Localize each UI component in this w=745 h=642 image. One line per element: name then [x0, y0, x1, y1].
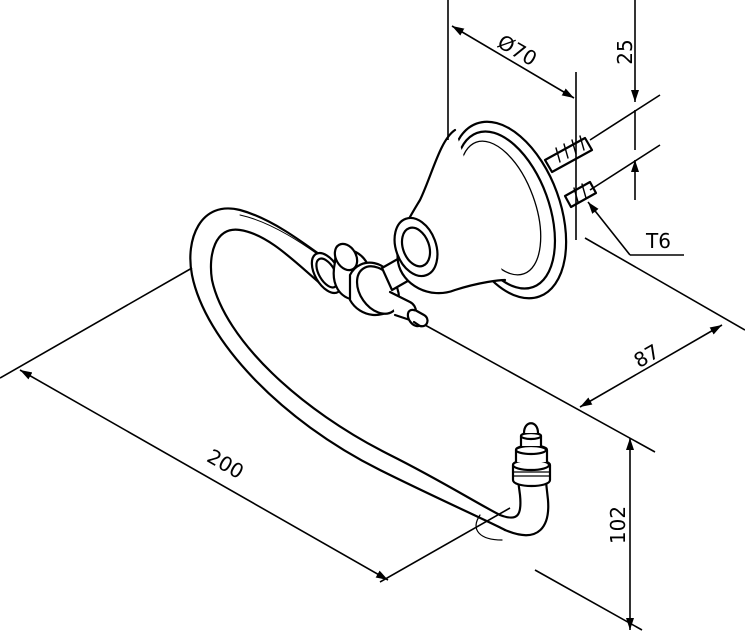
dim-width [0, 267, 511, 583]
towel-ring [189, 120, 598, 541]
label-depth: 87 [629, 339, 663, 373]
ring-connector [310, 242, 429, 328]
dim-screw-leader [587, 201, 684, 256]
wall-rosette [393, 120, 568, 300]
label-screw: T6 [645, 229, 671, 253]
dim-diameter [447, 0, 577, 240]
label-height: 102 [606, 506, 630, 544]
dim-height [534, 438, 643, 631]
dim-plate-offset [589, 0, 661, 200]
ring-end-finial [511, 422, 552, 488]
label-plate-offset: 25 [613, 39, 637, 64]
dim-depth [424, 237, 745, 453]
